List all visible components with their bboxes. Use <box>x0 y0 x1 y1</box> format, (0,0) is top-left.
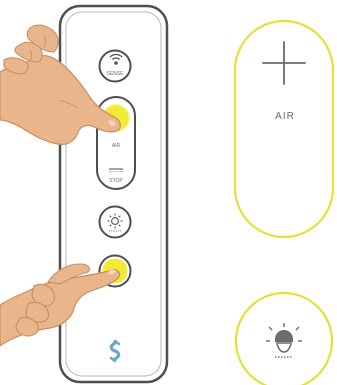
air-label: AIR <box>112 143 121 149</box>
air-capsule-detail: AIR <box>235 21 333 237</box>
light-button[interactable] <box>100 207 131 238</box>
lamp-button-detail <box>236 293 332 385</box>
brand-logo-icon <box>111 341 119 361</box>
stop-label: STOP <box>109 178 123 184</box>
sense-button[interactable]: SENSE <box>100 51 131 82</box>
detail-air-label: AIR <box>275 111 295 122</box>
sense-label: SENSE <box>107 71 125 77</box>
